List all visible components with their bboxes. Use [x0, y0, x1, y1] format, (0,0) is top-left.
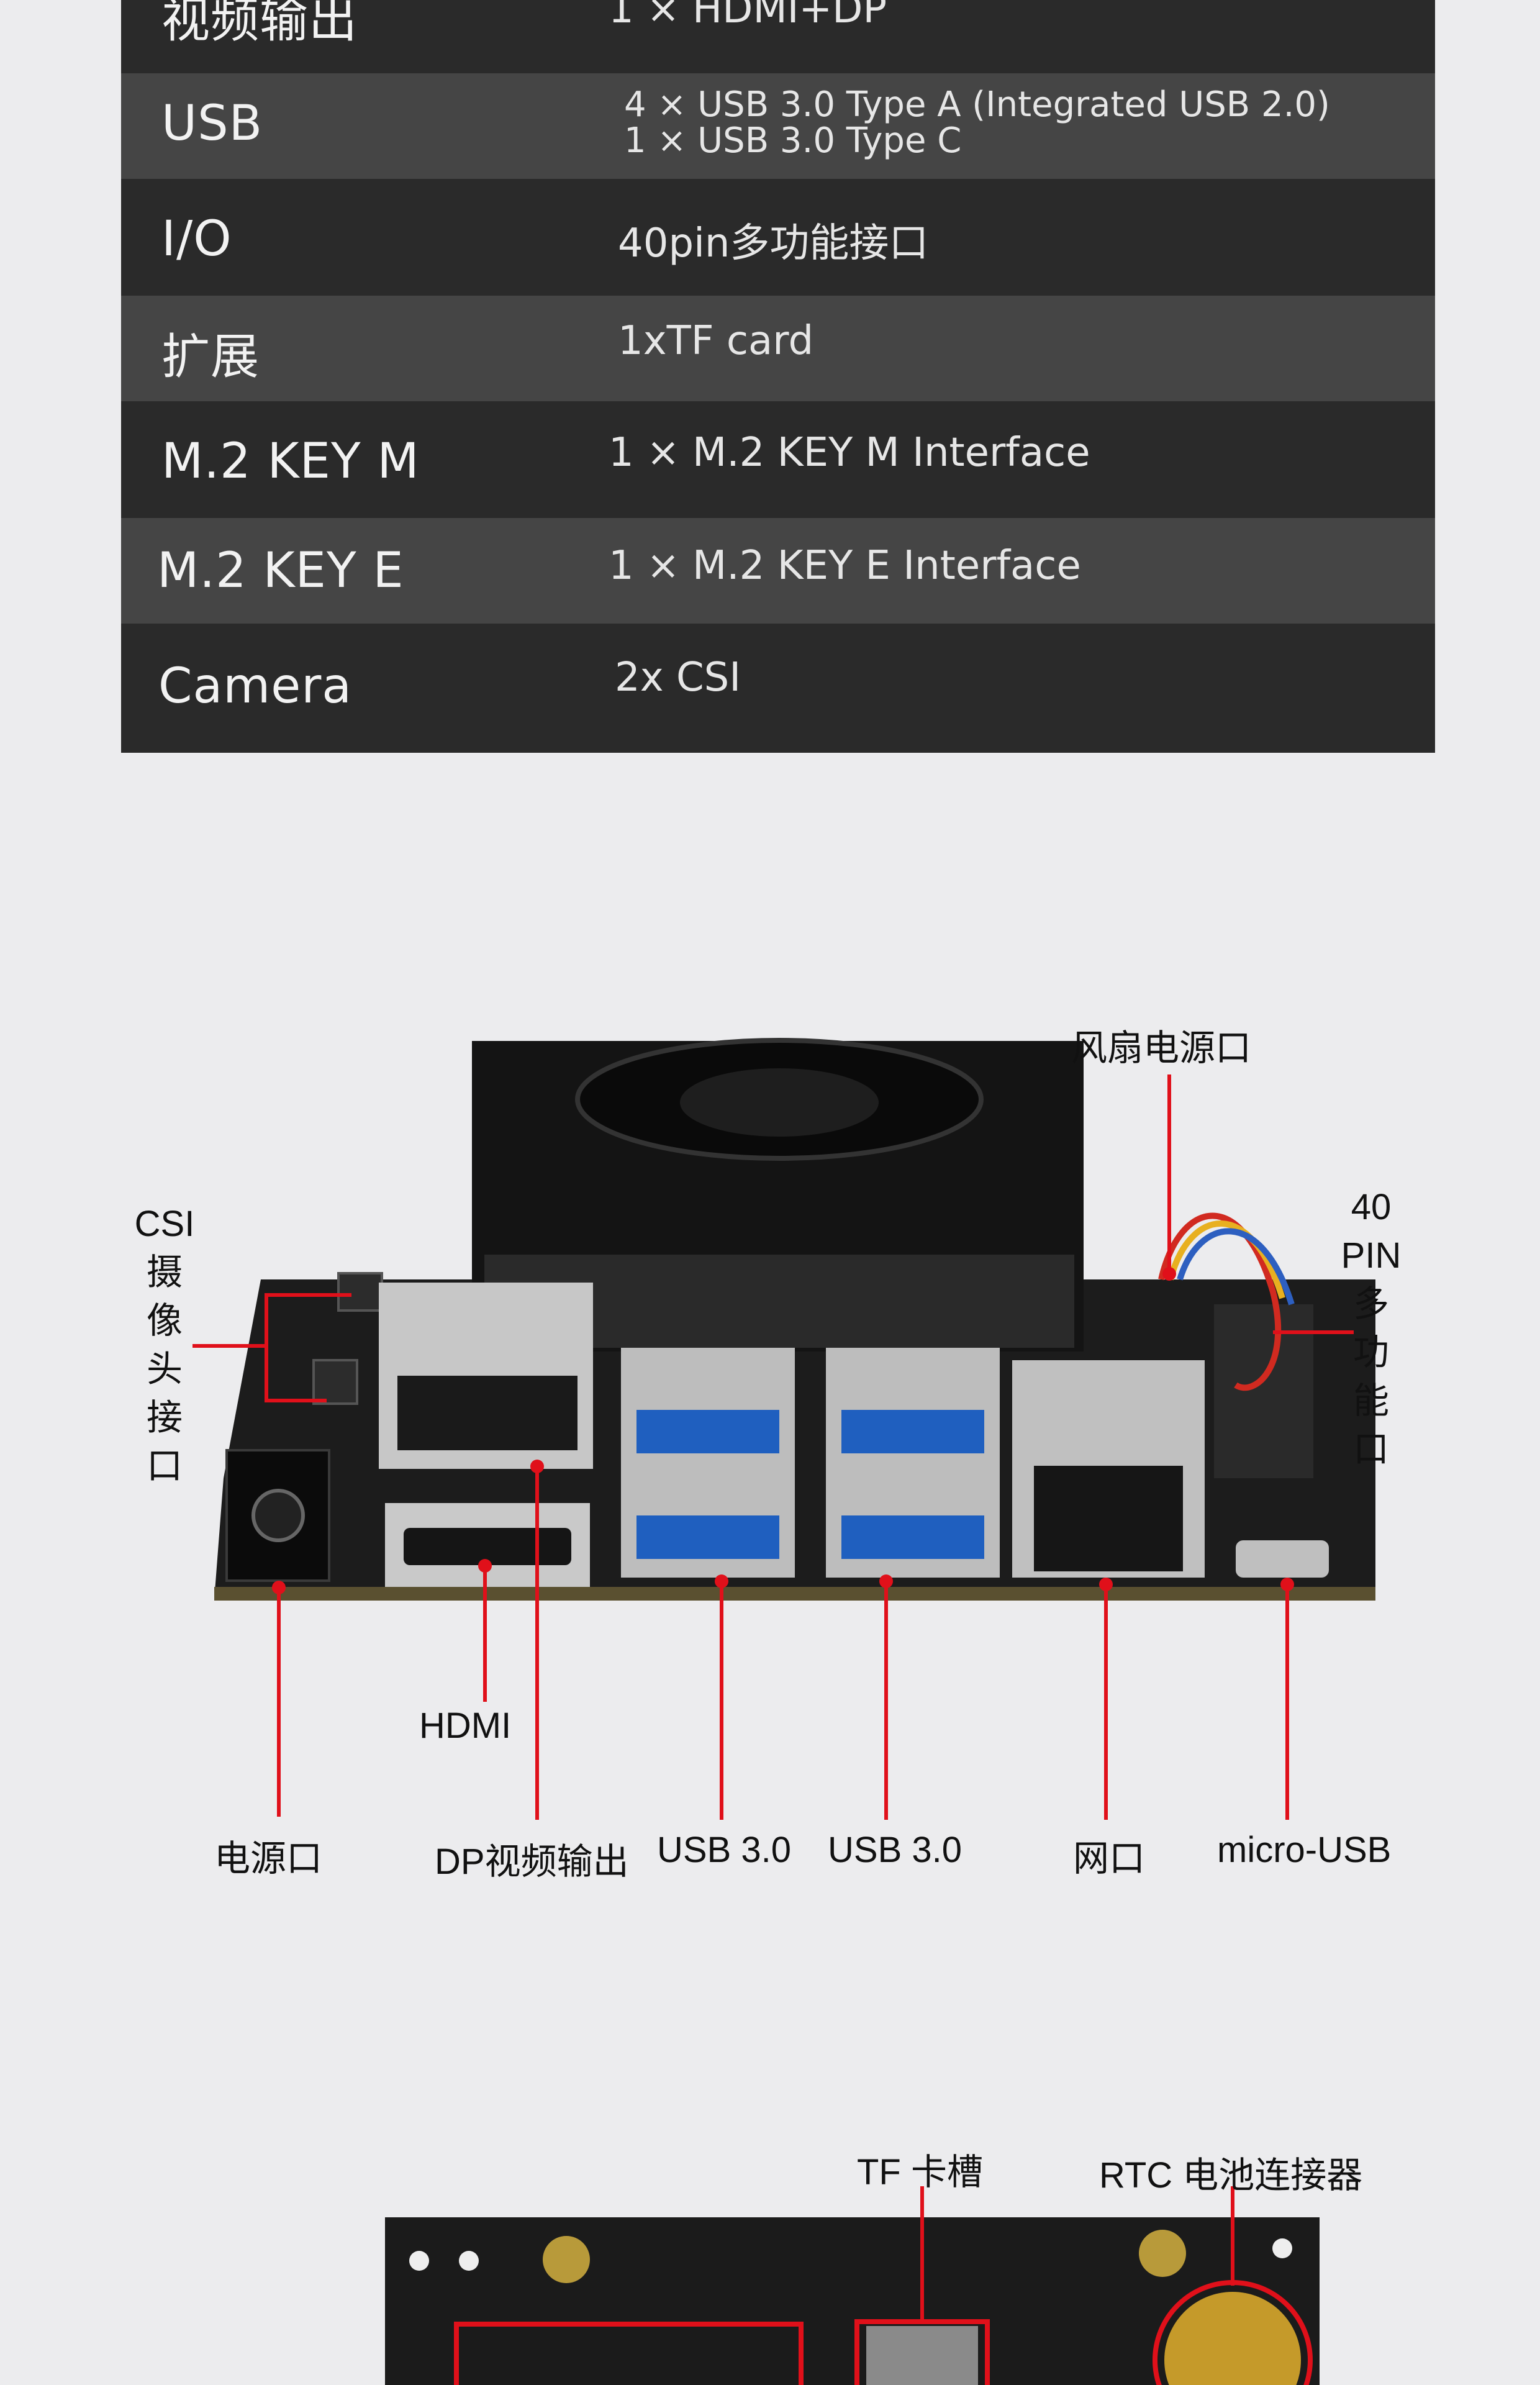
spec-value: 2x CSI — [615, 655, 741, 701]
label-csi-line: 像 — [146, 1301, 183, 1341]
spec-row-m2-key-e: M.2 KEY E 1 × M.2 KEY E Interface — [121, 518, 1435, 624]
usb-port-right-bottom — [841, 1515, 984, 1559]
pcb-edge — [214, 1587, 1375, 1601]
spec-label: M.2 KEY M — [161, 434, 420, 489]
label-tf-slot: TF 卡槽 — [857, 2152, 983, 2192]
callout-bracket-csi-v — [265, 1293, 268, 1402]
label-micro-usb: micro-USB — [1217, 1830, 1392, 1870]
callout-dot-hdmi — [478, 1559, 492, 1573]
usb-port-left-top — [636, 1410, 779, 1453]
callout-dot-ethernet — [1099, 1578, 1113, 1591]
spec-value-line: 4 × USB 3.0 Type A (Integrated USB 2.0) — [624, 84, 1330, 125]
mount-hole-left — [543, 2236, 590, 2283]
callout-line-usb-right — [884, 1581, 888, 1820]
pad-left-2 — [459, 2251, 479, 2271]
label-csi-line: 头 — [146, 1349, 183, 1389]
fan-cable-3 — [1177, 1228, 1295, 1306]
label-hdmi: HDMI — [419, 1706, 512, 1746]
spec-row-camera: Camera 2x CSI — [121, 627, 1435, 753]
callout-dot-usb-right — [879, 1574, 893, 1588]
callout-line-hdmi — [483, 1565, 487, 1702]
label-power-port: 电源口 — [214, 1838, 323, 1879]
label-gpio-line: 多 — [1352, 1284, 1389, 1324]
label-gpio-line: 口 — [1352, 1429, 1389, 1470]
spec-row-io: I/O 40pin多功能接口 — [121, 183, 1435, 292]
usb-port-left-bottom — [636, 1515, 779, 1559]
label-usb-left: USB 3.0 — [657, 1830, 791, 1870]
callout-dot-dp — [530, 1460, 544, 1473]
micro-usb-port — [1236, 1540, 1329, 1578]
spec-label: Camera — [158, 658, 353, 714]
spec-label: M.2 KEY E — [157, 543, 404, 599]
callout-line-ethernet — [1104, 1584, 1108, 1820]
label-csi-line: 摄 — [146, 1252, 183, 1292]
label-csi-camera: CSI 摄 像 头 接 口 — [127, 1200, 202, 1491]
label-gpio-line: 能 — [1352, 1381, 1389, 1421]
callout-bracket-csi-bottom — [265, 1399, 327, 1402]
mount-hole-right — [1139, 2230, 1186, 2277]
tf-slot-body — [866, 2326, 978, 2385]
csi-connector-bottom — [312, 1359, 358, 1405]
callout-line-usb-left — [720, 1581, 723, 1820]
spec-row-video: 视频输出 1 × HDMI+DP — [121, 0, 1435, 70]
ethernet-port-inner — [1034, 1466, 1183, 1571]
callout-dot-usb-left — [715, 1574, 728, 1588]
spec-row-expansion: 扩展 1xTF card — [121, 296, 1435, 401]
callout-line-power — [277, 1587, 281, 1817]
spec-label: I/O — [161, 211, 232, 267]
fan-cable — [1158, 1212, 1282, 1391]
label-ethernet: 网口 — [1073, 1838, 1146, 1879]
spec-value: 1 × HDMI+DP — [609, 0, 887, 32]
spec-value: 40pin多功能接口 — [618, 220, 929, 266]
label-rtc-battery: RTC 电池连接器 — [1099, 2155, 1363, 2196]
spec-table: 视频输出 1 × HDMI+DP USB 4 × USB 3.0 Type A … — [121, 0, 1435, 753]
dp-port-inner — [397, 1376, 578, 1450]
label-gpio-line: 功 — [1352, 1332, 1389, 1373]
callout-line-fan — [1167, 1074, 1171, 1279]
callout-dot-fan — [1162, 1267, 1176, 1281]
spec-label: 视频输出 — [161, 0, 358, 48]
callout-dot-micro-usb — [1280, 1578, 1294, 1591]
rtc-battery-holder — [1164, 2292, 1301, 2385]
pad-left-1 — [409, 2251, 429, 2271]
label-csi-line: 接 — [146, 1397, 183, 1438]
callout-line-micro-usb — [1285, 1584, 1289, 1820]
spec-value: 1xTF card — [618, 318, 814, 364]
hdmi-port-inner — [404, 1528, 571, 1565]
spec-value: 4 × USB 3.0 Type A (Integrated USB 2.0) … — [624, 87, 1330, 159]
spec-value: 1 × M.2 KEY M Interface — [609, 430, 1090, 476]
spec-row-usb: USB 4 × USB 3.0 Type A (Integrated USB 2… — [121, 73, 1435, 179]
callout-dot-power — [272, 1581, 286, 1594]
callout-line-csi-h — [192, 1344, 267, 1348]
highlight-box-left — [454, 2322, 804, 2385]
label-gpio-40pin: 40 PIN 多 功 能 口 — [1334, 1183, 1408, 1474]
callout-line-gpio — [1273, 1330, 1354, 1334]
callout-bracket-csi-top — [265, 1293, 351, 1297]
label-gpio-line: 40 — [1351, 1187, 1392, 1227]
callout-line-tf — [920, 2186, 924, 2323]
spec-value-line: 1 × USB 3.0 Type C — [624, 120, 962, 161]
spec-value: 1 × M.2 KEY E Interface — [609, 543, 1081, 589]
label-fan-power: 风扇电源口 — [1071, 1028, 1252, 1068]
pad-right-1 — [1272, 2238, 1292, 2258]
spec-label: USB — [161, 96, 263, 152]
label-csi-line: CSI — [134, 1204, 195, 1244]
fan-cable-2 — [1167, 1220, 1285, 1299]
dc-power-pin — [251, 1489, 305, 1542]
spec-label: 扩展 — [161, 329, 260, 385]
fan-hub — [680, 1068, 879, 1137]
label-gpio-line: PIN — [1341, 1235, 1402, 1276]
spec-row-m2-key-m: M.2 KEY M 1 × M.2 KEY M Interface — [121, 405, 1435, 514]
callout-line-rtc — [1231, 2186, 1234, 2286]
label-usb-right: USB 3.0 — [828, 1830, 962, 1870]
callout-line-dp — [535, 1466, 539, 1820]
usb-port-right-top — [841, 1410, 984, 1453]
label-dp-output: DP视频输出 — [435, 1842, 629, 1882]
label-csi-line: 口 — [146, 1446, 183, 1486]
